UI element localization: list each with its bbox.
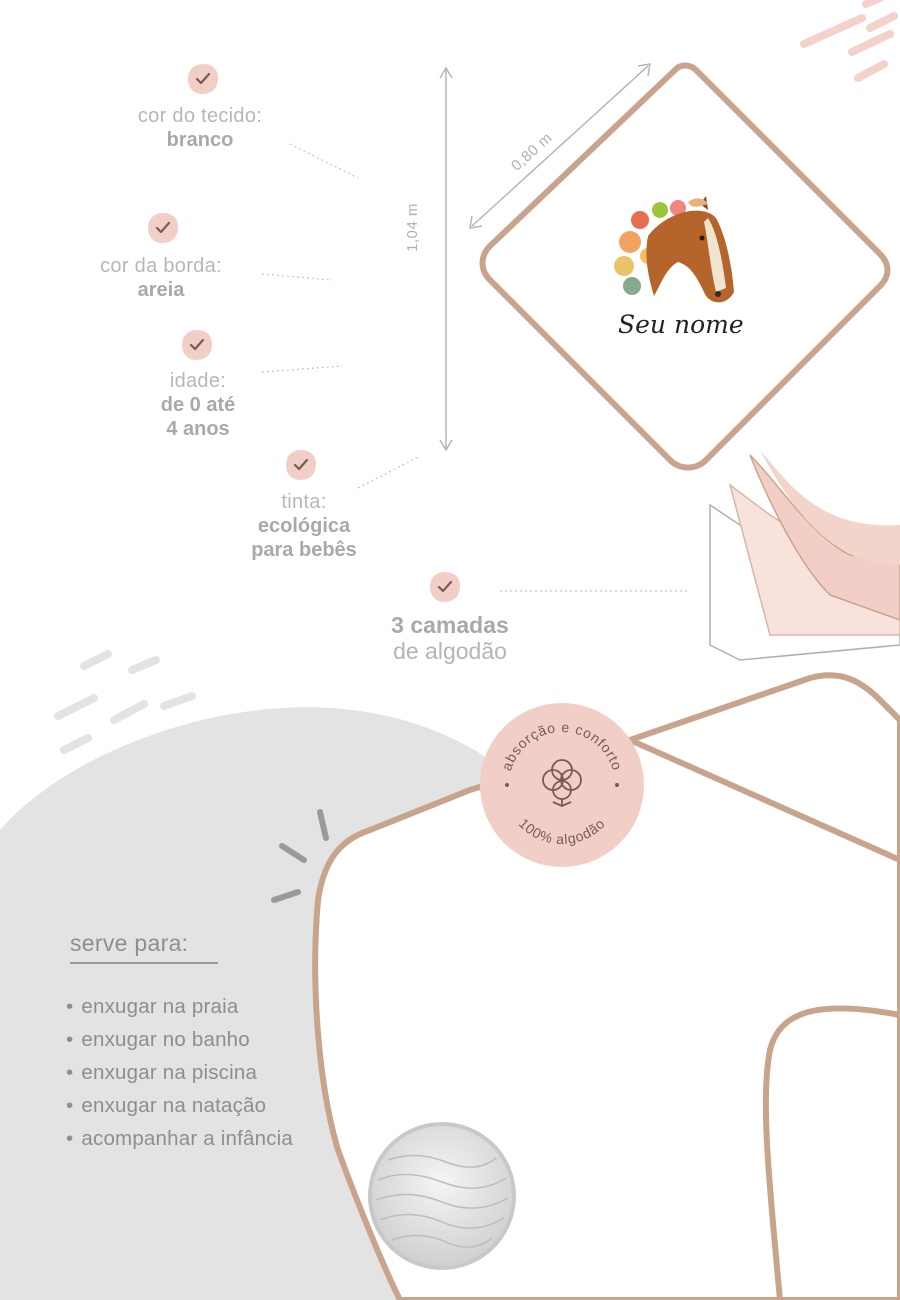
- feature-label: cor da borda:: [100, 255, 222, 277]
- feature-layers: 3 camadas de algodão: [340, 612, 560, 664]
- feature-layers-line2: de algodão: [393, 638, 507, 664]
- feature-value-line2: 4 anos: [166, 418, 230, 440]
- sparkle-lines: [271, 809, 329, 903]
- feature-value: areia: [137, 279, 185, 301]
- list-item: enxugar na praia: [66, 990, 293, 1023]
- uses-list: enxugar na praia enxugar no banho enxuga…: [66, 990, 293, 1155]
- feature-label: tinta:: [281, 491, 327, 513]
- feature-value-line1: ecológica: [257, 515, 351, 537]
- uses-title-underline: [70, 962, 218, 964]
- list-item: enxugar na natação: [66, 1089, 293, 1122]
- list-item: enxugar no banho: [66, 1023, 293, 1056]
- personalization-text: Seu nome: [618, 310, 744, 339]
- horse-illustration: [614, 196, 734, 303]
- feature-border-color: cor da borda: areia: [61, 254, 261, 302]
- fabric-texture-circle: [368, 1122, 516, 1270]
- list-item: enxugar na piscina: [66, 1056, 293, 1089]
- check-icon: [148, 213, 178, 243]
- decorative-dashes-pink: [800, 0, 898, 82]
- decorative-dashes-gray: [54, 650, 196, 754]
- feature-value-line1: de 0 até: [160, 394, 236, 416]
- check-icon: [286, 450, 316, 480]
- list-item: acompanhar a infância: [66, 1122, 293, 1155]
- feature-layers-line1: 3 camadas: [391, 612, 509, 638]
- layers-illustration: [709, 450, 900, 661]
- uses-title: serve para:: [70, 930, 189, 956]
- feature-label: idade:: [169, 370, 227, 392]
- feature-age: idade: de 0 até 4 anos: [98, 369, 298, 441]
- check-icon: [188, 64, 218, 94]
- feature-label: cor do tecido:: [137, 105, 263, 127]
- feature-value-line2: para bebês: [251, 539, 357, 561]
- connector-lines: [261, 143, 688, 592]
- dimension-lines: [439, 63, 651, 452]
- feature-value: branco: [166, 129, 234, 151]
- feature-fabric-color: cor do tecido: branco: [100, 104, 300, 152]
- check-icon: [430, 572, 460, 602]
- towel-flat-diamond: [479, 62, 891, 471]
- feature-ink: tinta: ecológica para bebês: [204, 490, 404, 562]
- badge-circle: absorção e conforto 100% algodão: [480, 703, 644, 867]
- cotton-flower-icon: [542, 759, 582, 807]
- check-icon: [182, 330, 212, 360]
